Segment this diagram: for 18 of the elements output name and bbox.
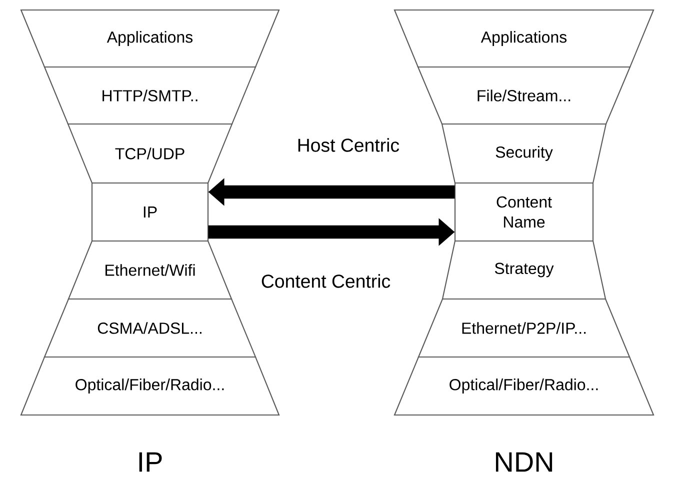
layer-trapezoid: Applications <box>394 9 654 68</box>
edge-label: Content Centric <box>262 274 390 288</box>
layer-trapezoid: HTTP/SMTP.. <box>44 66 256 125</box>
stack-title: NDN <box>496 452 552 472</box>
layer-trapezoid: Applications <box>20 9 280 68</box>
layer-trapezoid: Ethernet/Wifi <box>68 240 232 300</box>
layer-trapezoid: Security <box>441 123 607 184</box>
layer-trapezoid: File/Stream... <box>417 66 631 125</box>
layer-trapezoid: Strategy <box>442 240 606 300</box>
layer-trapezoid: TCP/UDP <box>67 123 233 184</box>
edge-label: Host Centric <box>298 138 400 152</box>
layer-trapezoid: CSMA/ADSL... <box>44 298 256 358</box>
layer-trapezoid: Ethernet/P2P/IP... <box>418 298 630 358</box>
layer-trapezoid: Optical/Fiber/Radio... <box>20 356 280 416</box>
layer-trapezoid: Optical/Fiber/Radio... <box>394 356 654 416</box>
stack-title: IP <box>139 452 162 472</box>
layer-box: IP <box>91 182 209 242</box>
layer-box: Content Name <box>454 182 594 242</box>
